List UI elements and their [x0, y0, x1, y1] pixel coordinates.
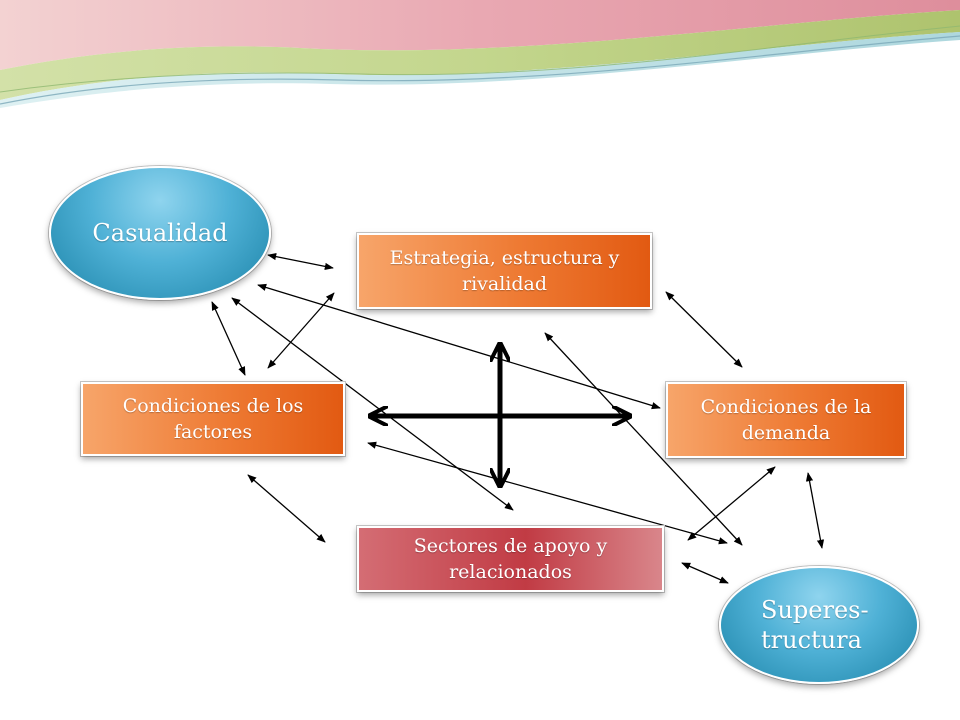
node-condiciones-factores: Condiciones de los factores [81, 382, 345, 456]
arrow-sectores-superestructura [681, 562, 729, 584]
node-condiciones-demanda-label: Condiciones de la demanda [700, 396, 872, 444]
arrow-demanda-superestructura [805, 472, 825, 549]
node-estrategia: Estrategia, estructura y rivalidad [357, 233, 652, 309]
node-sectores-apoyo-label: Sectores de apoyo y relacionados [413, 535, 608, 583]
node-estrategia-label: Estrategia, estructura y rivalidad [389, 247, 620, 295]
arrow-factores-superestructura [367, 441, 728, 545]
arrow-factores-estrategia [267, 292, 335, 369]
node-superestructura: Superes-tructura [719, 566, 919, 684]
header-teal-band [0, 32, 960, 108]
arrow-casualidad-estrategia [267, 253, 334, 270]
node-casualidad-label: Casualidad [92, 219, 228, 247]
node-superestructura-label: Superes-tructura [761, 596, 869, 654]
node-sectores-apoyo: Sectores de apoyo y relacionados [357, 526, 664, 592]
arrow-estrategia-demanda [665, 291, 743, 368]
header-line-2 [0, 25, 960, 93]
arrow-factores-sectores [247, 474, 326, 543]
node-condiciones-factores-label: Condiciones de los factores [122, 395, 304, 443]
arrow-demanda-sectores [687, 466, 776, 541]
arrow-casualidad-factores [211, 301, 246, 376]
header-line-1 [0, 35, 960, 105]
header-pink-band [0, 0, 960, 70]
header-green-band [0, 10, 960, 100]
node-condiciones-demanda: Condiciones de la demanda [666, 382, 906, 458]
node-casualidad: Casualidad [49, 166, 271, 300]
